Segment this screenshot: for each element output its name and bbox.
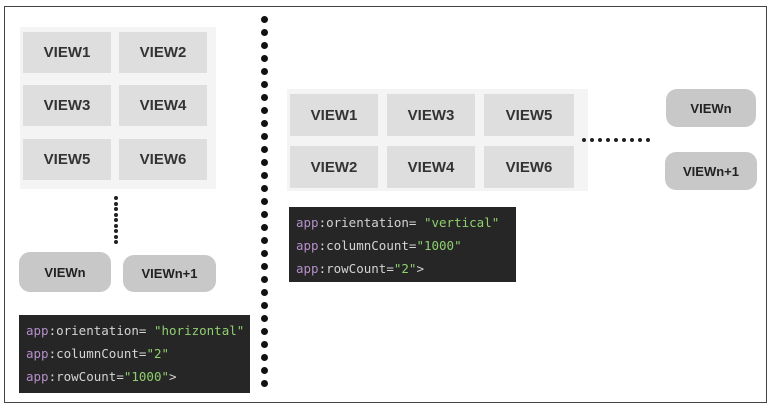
ellipsis-dot xyxy=(114,240,118,244)
ellipsis-dot xyxy=(630,138,634,142)
ellipsis-dot xyxy=(261,302,268,309)
ellipsis-dot xyxy=(261,16,268,23)
ellipsis-dot xyxy=(614,138,618,142)
ellipsis-dot xyxy=(646,138,650,142)
ellipsis-dot xyxy=(606,138,610,142)
ellipsis-dot xyxy=(261,328,268,335)
code-line: app:orientation= "vertical" xyxy=(296,215,500,230)
ellipsis-dot xyxy=(114,223,118,228)
ellipsis-dot xyxy=(114,234,118,239)
ellipsis-dot xyxy=(114,196,118,200)
code-line: app:columnCount="1000" xyxy=(296,238,462,253)
extra-view-n: VIEWn xyxy=(666,89,756,127)
ellipsis-dot xyxy=(261,276,268,283)
ellipsis-dot xyxy=(622,138,626,142)
ellipsis-dot xyxy=(638,138,642,142)
ellipsis-dot xyxy=(261,224,268,231)
grid-cell-view6: VIEW6 xyxy=(119,139,207,180)
ellipsis-dot xyxy=(261,315,268,322)
grid-cell-view1: VIEW1 xyxy=(290,94,378,136)
code-block-horizontal: app:orientation= "horizontal" app:column… xyxy=(19,315,250,393)
code-line: app:columnCount="2" xyxy=(26,346,170,361)
ellipsis-dot xyxy=(261,120,268,127)
ellipsis-dot xyxy=(114,229,118,233)
grid-cell-view3: VIEW3 xyxy=(387,94,475,136)
ellipsis-dot xyxy=(261,29,268,36)
ellipsis-dot xyxy=(261,146,268,153)
grid-cell-view6: VIEW6 xyxy=(484,146,574,188)
ellipsis-dot xyxy=(261,380,268,387)
ellipsis-dot xyxy=(114,207,118,211)
ellipsis-dot xyxy=(261,341,268,348)
ellipsis-dot xyxy=(261,133,268,140)
ellipsis-dot xyxy=(261,367,268,374)
extra-view-n: VIEWn xyxy=(19,252,111,292)
ellipsis-dot xyxy=(261,250,268,257)
code-block-vertical: app:orientation= "vertical" app:columnCo… xyxy=(289,207,516,282)
grid-cell-view5: VIEW5 xyxy=(23,139,111,180)
ellipsis-dot xyxy=(261,289,268,296)
ellipsis-dot xyxy=(261,172,268,179)
ellipsis-dot xyxy=(261,159,268,166)
code-line: app:orientation= "horizontal" xyxy=(26,323,245,338)
ellipsis-dot xyxy=(261,94,268,101)
ellipsis-dot xyxy=(582,138,586,142)
ellipsis-dot xyxy=(261,42,268,49)
ellipsis-dot xyxy=(261,211,268,218)
ellipsis-dot xyxy=(114,212,118,217)
code-line: app:rowCount="1000"> xyxy=(26,369,177,384)
grid-cell-view3: VIEW3 xyxy=(23,85,111,126)
grid-cell-view4: VIEW4 xyxy=(119,85,207,126)
ellipsis-dot xyxy=(598,138,602,142)
ellipsis-dot xyxy=(261,81,268,88)
ellipsis-dot xyxy=(114,218,118,222)
grid-cell-view4: VIEW4 xyxy=(387,146,475,188)
grid-cell-view2: VIEW2 xyxy=(119,32,207,73)
ellipsis-dot xyxy=(261,107,268,114)
ellipsis-dot xyxy=(261,237,268,244)
grid-cell-view1: VIEW1 xyxy=(23,32,111,73)
extra-view-n-plus-1: VIEWn+1 xyxy=(123,255,216,292)
ellipsis-dot xyxy=(114,201,118,206)
grid-cell-view5: VIEW5 xyxy=(484,94,574,136)
ellipsis-dot xyxy=(261,263,268,270)
code-line: app:rowCount="2"> xyxy=(296,261,424,276)
ellipsis-dot xyxy=(261,68,268,75)
grid-cell-view2: VIEW2 xyxy=(290,146,378,188)
ellipsis-dot xyxy=(590,138,594,142)
ellipsis-dot xyxy=(261,198,268,205)
ellipsis-dot xyxy=(261,185,268,192)
ellipsis-dot xyxy=(261,354,268,361)
ellipsis-dot xyxy=(261,55,268,62)
extra-view-n-plus-1: VIEWn+1 xyxy=(665,152,757,190)
